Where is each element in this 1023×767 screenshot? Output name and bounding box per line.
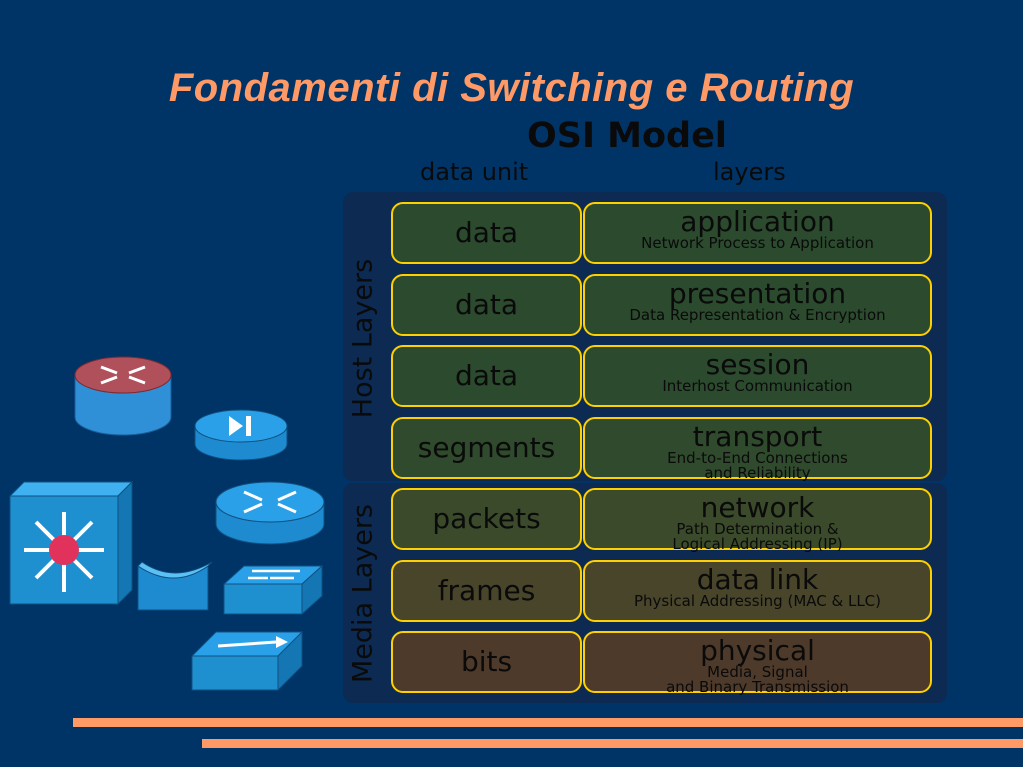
network-cloud-icon (137, 561, 213, 611)
data-unit-cell: data (391, 345, 582, 407)
media-layers-label: Media Layers (347, 503, 379, 684)
host-layers-label: Host Layers (347, 258, 379, 419)
media-converter-icon (194, 409, 288, 461)
osi-model-title: OSI Model (527, 116, 727, 156)
layer-description: Physical Addressing (MAC & LLC) (633, 592, 882, 610)
data-unit-cell: data (391, 202, 582, 264)
layer-name: presentation (668, 277, 847, 310)
layer-name: network (700, 491, 815, 524)
layer-name: application (680, 205, 835, 238)
decorative-line-top (73, 718, 1023, 727)
layer-description: Network Process to Application (641, 234, 874, 252)
workgroup-switch-icon (222, 564, 324, 616)
router-red-icon (74, 356, 172, 436)
layer-name: data link (696, 563, 819, 596)
data-unit-cell: segments (391, 417, 582, 479)
layer-description: Data Representation & Encryption (629, 306, 886, 324)
layer-description: Interhost Communication (662, 377, 853, 395)
data-unit-cell: frames (391, 560, 582, 622)
bridge-icon (190, 630, 304, 692)
data-unit-cell: data (391, 274, 582, 336)
router-blue-icon (215, 481, 325, 545)
layer-name: physical (700, 634, 815, 667)
layer-description: Media, Signal and Binary Transmission (666, 663, 849, 696)
layer-name: transport (692, 420, 823, 453)
data-unit-cell: bits (391, 631, 582, 693)
slide-title: Fondamenti di Switching e Routing (168, 66, 855, 110)
decorative-line-bottom (202, 739, 1023, 748)
column-header-data-unit: data unit (420, 158, 529, 186)
multilayer-switch-icon (8, 480, 134, 606)
column-header-layers: layers (713, 158, 786, 186)
data-unit-cell: packets (391, 488, 582, 550)
layer-description: End-to-End Connections and Reliability (667, 449, 848, 482)
layer-name: session (705, 348, 810, 381)
layer-description: Path Determination & Logical Addressing … (672, 520, 843, 553)
